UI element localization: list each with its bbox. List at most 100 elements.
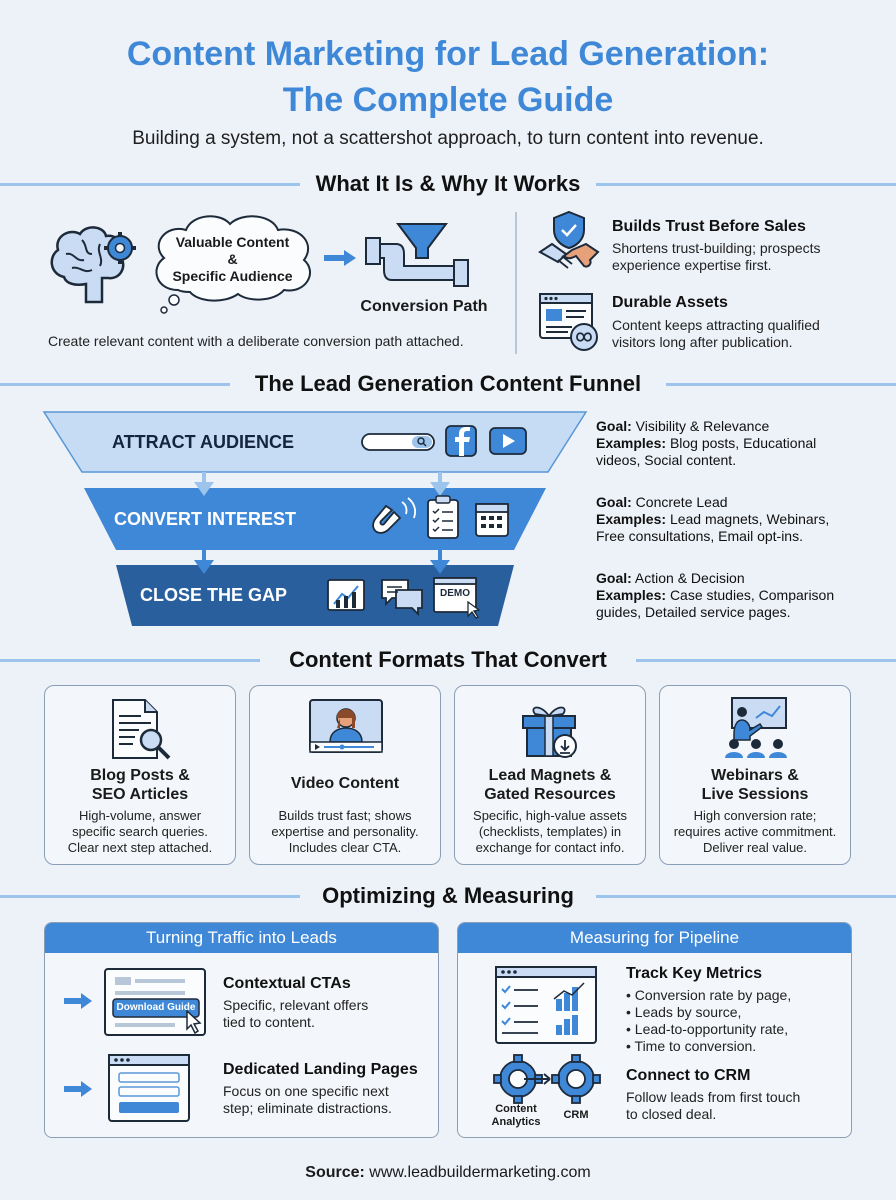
arrow-right-icon <box>324 250 356 266</box>
landing-pages-title: Dedicated Landing Pages <box>223 1061 418 1078</box>
format-desc-blog-2: specific search queries. <box>72 824 208 839</box>
page-title-line2: The Complete Guide <box>282 81 614 119</box>
demo-label: DEMO <box>440 588 470 599</box>
presentation-audience-icon <box>725 697 787 758</box>
metric-item: • Time to conversion. <box>626 1038 757 1054</box>
format-desc-video-2: expertise and personality. <box>271 824 419 839</box>
panel-header-traffic: Turning Traffic into Leads <box>45 923 438 953</box>
format-card-blog: Blog Posts & SEO Articles High-volume, a… <box>44 685 236 865</box>
funnel-goal-close: Goal: Action & Decision Examples: Case s… <box>596 570 835 620</box>
browser-infinity-icon <box>539 293 598 351</box>
landing-page-icon <box>108 1054 190 1122</box>
connect-crm-desc-1: Follow leads from first touch <box>626 1089 801 1105</box>
page-subtitle: Building a system, not a scattershot app… <box>132 128 764 149</box>
format-card-leadmagnet: Lead Magnets & Gated Resources Specific,… <box>454 685 646 865</box>
landing-pages-desc-1: Focus on one specific next <box>223 1083 389 1099</box>
benefit-desc-durable-line2: visitors long after publication. <box>612 334 793 350</box>
cloud-line2: Specific Audience <box>172 268 293 284</box>
benefit-title-durable: Durable Assets <box>612 294 728 311</box>
panel-traffic-to-leads: Turning Traffic into Leads Download Guid… <box>44 922 439 1138</box>
section-title-funnel: The Lead Generation Content Funnel <box>240 371 656 396</box>
cloud-amp: & <box>227 251 238 267</box>
section-header-optimize: Optimizing & Measuring <box>0 882 896 910</box>
section-title-what: What It Is & Why It Works <box>301 171 595 196</box>
connect-crm-desc-2: to closed deal. <box>626 1106 717 1122</box>
section-header-what: What It Is & Why It Works <box>0 170 896 198</box>
search-bar-icon <box>361 433 435 451</box>
magnet-icon <box>372 497 417 534</box>
brain-gear-icon <box>50 226 136 304</box>
what-caption: Create relevant content with a deliberat… <box>48 333 464 349</box>
contextual-cta-desc-1: Specific, relevant offers <box>223 997 369 1013</box>
funnel-label-convert: CONVERT INTEREST <box>114 509 297 529</box>
format-card-video: Video Content Builds trust fast; shows e… <box>249 685 441 865</box>
arrow-right-icon <box>64 1081 92 1097</box>
chart-report-icon <box>327 579 365 611</box>
metric-item: • Conversion rate by page, <box>626 987 792 1003</box>
funnel-graphic <box>42 411 588 626</box>
contextual-cta-title: Contextual CTAs <box>223 975 351 992</box>
benefit-desc-durable-line1: Content keeps attracting qualified <box>612 317 820 333</box>
format-desc-blog-3: Clear next step attached. <box>67 840 213 855</box>
section-title-optimize: Optimizing & Measuring <box>308 883 588 908</box>
demo-screen-icon <box>433 577 481 619</box>
format-title-blog-1: Blog Posts & <box>90 767 190 784</box>
format-desc-video-1: Builds trust fast; shows <box>278 808 412 823</box>
thought-cloud-icon <box>155 215 311 314</box>
chat-bubbles-icon <box>381 579 423 617</box>
format-title-blog-2: SEO Articles <box>91 786 189 803</box>
section-header-funnel: The Lead Generation Content Funnel <box>0 370 896 398</box>
gears-connect-icon <box>493 1054 601 1104</box>
format-desc-video-3: Includes clear CTA. <box>288 840 402 855</box>
format-desc-webinar-1: High conversion rate; <box>693 808 817 823</box>
format-desc-blog-1: High-volume, answer <box>78 808 202 823</box>
funnel-label-attract: ATTRACT AUDIENCE <box>112 432 294 452</box>
format-desc-webinar-2: requires active commitment. <box>673 824 837 839</box>
landing-pages-desc-2: step; eliminate distractions. <box>223 1100 392 1116</box>
arrow-right-icon <box>64 993 92 1009</box>
track-metrics-title: Track Key Metrics <box>626 965 763 982</box>
format-desc-leadmagnet-3: exchange for contact info. <box>475 840 625 855</box>
handshake-shield-icon <box>538 210 600 269</box>
funnel-pipe-icon <box>365 223 469 287</box>
section-title-formats: Content Formats That Convert <box>275 647 621 672</box>
document-search-icon <box>112 699 171 760</box>
gift-download-icon <box>522 706 577 758</box>
calendar-icon <box>475 503 509 537</box>
connect-crm-title: Connect to CRM <box>626 1067 751 1084</box>
vertical-divider <box>515 212 517 354</box>
video-player-icon <box>309 699 383 753</box>
format-desc-leadmagnet-2: (checklists, templates) in <box>478 824 622 839</box>
benefit-desc-trust-line2: experience expertise first. <box>612 257 772 273</box>
source-url[interactable]: www.leadbuildermarketing.com <box>369 1164 591 1181</box>
benefit-desc-trust-line1: Shortens trust-building; prospects <box>612 240 821 256</box>
metrics-dashboard-icon <box>495 966 597 1044</box>
video-play-icon <box>489 427 527 455</box>
contextual-cta-desc-2: tied to content. <box>223 1014 315 1030</box>
format-title-leadmagnet-2: Gated Resources <box>484 786 616 803</box>
clipboard-checklist-icon <box>427 495 459 539</box>
cloud-line1: Valuable Content <box>175 234 290 250</box>
page-title-line1: Content Marketing for Lead Generation: <box>126 35 770 73</box>
source-label: Source: <box>305 1164 365 1181</box>
metric-item: • Leads by source, <box>626 1004 742 1020</box>
format-title-webinar-2: Live Sessions <box>701 786 809 803</box>
metric-item: • Lead-to-opportunity rate, <box>626 1021 789 1037</box>
format-title-leadmagnet-1: Lead Magnets & <box>488 767 612 784</box>
format-desc-webinar-3: Deliver real value. <box>702 840 808 855</box>
cta-page-icon <box>104 968 206 1036</box>
facebook-icon <box>445 425 477 457</box>
download-guide-button[interactable]: Download Guide <box>116 1002 196 1013</box>
format-desc-leadmagnet-1: Specific, high-value assets <box>473 808 627 823</box>
conversion-path-label: Conversion Path <box>360 298 488 315</box>
funnel-goal-convert: Goal: Concrete Lead Examples: Lead magne… <box>596 494 830 544</box>
format-card-webinar: Webinars & Live Sessions High conversion… <box>659 685 851 865</box>
format-title-webinar-1: Webinars & <box>711 767 799 784</box>
funnel-label-close: CLOSE THE GAP <box>140 585 288 605</box>
format-title-video: Video Content <box>290 775 400 792</box>
panel-header-measuring: Measuring for Pipeline <box>458 923 851 953</box>
gear-label-crm: CRM <box>563 1109 589 1121</box>
panel-measuring-pipeline: Measuring for Pipeline Track Key Metrics… <box>457 922 852 1138</box>
source-footer: Source: www.leadbuildermarketing.com <box>0 1164 896 1182</box>
